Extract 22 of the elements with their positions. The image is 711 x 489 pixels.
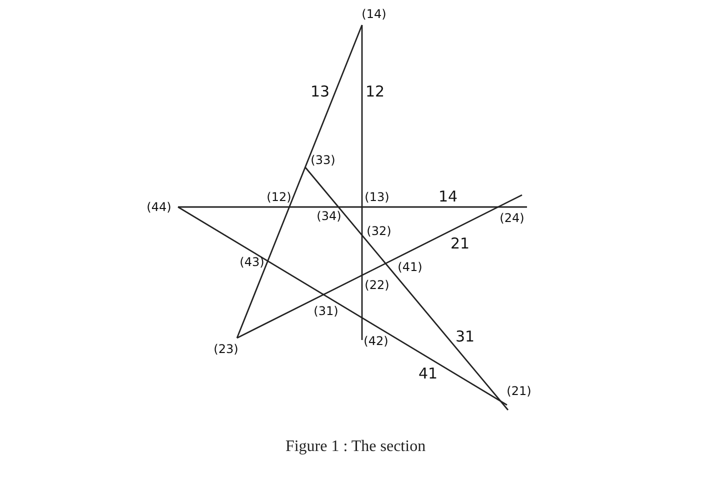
line-label: 21 (450, 236, 470, 252)
point-label: (32) (366, 225, 392, 237)
point-label: (23) (214, 343, 238, 355)
point-label: (14) (362, 8, 386, 20)
point-label: (22) (364, 279, 390, 291)
point-label: (44) (146, 201, 172, 213)
point-label: (43) (240, 256, 264, 268)
line-label: 13 (310, 84, 330, 100)
line-label: 12 (365, 84, 385, 100)
point-label: (33) (310, 154, 336, 166)
line-label: 41 (418, 366, 438, 382)
figure-caption: Figure 1 : The section (284, 438, 427, 456)
point-label: (13) (364, 191, 390, 203)
point-label: (24) (500, 212, 524, 224)
point-label: (41) (398, 261, 422, 273)
point-label: (31) (314, 305, 338, 317)
line-label: 31 (455, 330, 475, 344)
point-label: (42) (364, 335, 388, 347)
line-label: 14 (438, 190, 458, 204)
point-label: (21) (506, 385, 532, 397)
point-label: (12) (266, 191, 292, 203)
point-label: (34) (316, 210, 342, 222)
